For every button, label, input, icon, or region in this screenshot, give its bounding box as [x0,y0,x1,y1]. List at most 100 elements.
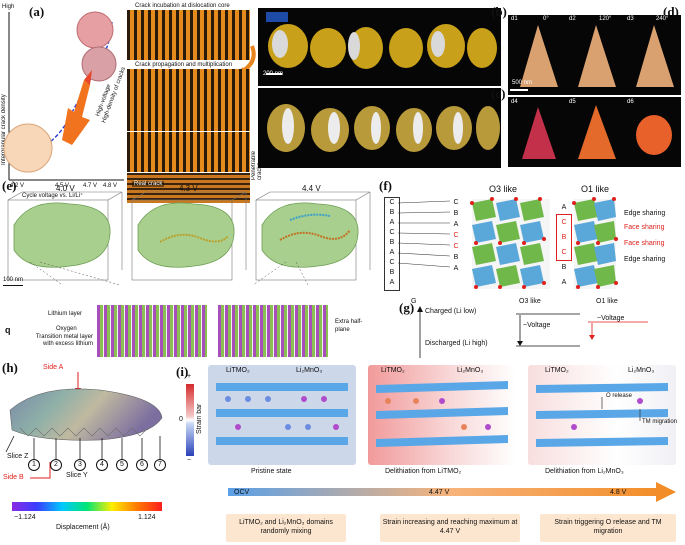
voltage-48: 4.8 V [610,489,627,496]
pristine-phase-1: LiTMO₂ [226,367,250,374]
panel-e-voltage-1: 4.0 V [56,184,75,193]
panel-f-sharing-4: Edge sharing [624,256,666,263]
panel-a-tick-4: 4.8 V [103,183,118,189]
voltage-arrow [228,482,676,502]
panel-d-top-row [508,15,681,95]
panel-g-discharged: Discharged (Li high) [425,340,488,347]
d3-angle: 240° [656,16,669,22]
panel-a-title-incubation: Crack incubation at dislocation core [135,3,230,9]
panel-e-legend-tm: Transition metal layer with excess lithi… [35,334,93,347]
panel-a-tick-1: 4.2 V [10,183,25,189]
panel-e-voltage-3: 4.4 V [302,184,321,193]
voltage-ocv: OCV [234,489,250,496]
panel-h-colorbar-title: Displacement (Å) [56,524,110,531]
panel-a-tick-3: 4.7 V [83,183,98,189]
caption-2: Strain increasing and reaching maximum a… [380,514,520,542]
d1-label: d1 [511,16,518,22]
panel-g-o1: O1 like [596,298,618,305]
panel-e-legend-oxygen: Oxygen [56,326,77,332]
panel-h-particle [5,372,163,479]
panel-e-lattice-1 [97,305,207,357]
panel-a-real-crack: Real crack [132,181,165,187]
panel-a-label: (a) [29,4,45,19]
panel-g-label: (g) [399,300,415,315]
delith1-phase-2: Li₂MnO₃ [457,367,484,374]
panel-f-o1-structure [572,197,618,289]
panel-g-voltage-2: ~Voltage [597,315,625,322]
panel-a-title-propagation: Crack propagation and multiplication [135,62,233,68]
panel-e-legend-lithium: Lithium layer [48,311,83,317]
panel-g-o3: O3 like [519,298,541,305]
state-delith-li2mno3: Delithiation from Li₂MnO₃ [545,468,624,475]
panel-i-label: (i) [176,364,189,379]
panel-e-scale: 100 nm [3,277,24,283]
d2-label: d2 [569,16,576,22]
panel-f-o1-title: O1 like [581,184,610,194]
d4-label: d4 [511,99,518,105]
panel-f-label: (f) [379,178,392,193]
voltage-447: 4.47 V [429,489,450,496]
pristine-phase-2: Li₂MnO₃ [296,367,323,374]
delithiation-li2mno3-panel [528,365,676,465]
state-pristine: Pristine state [251,468,292,475]
crack-propagation-image-2 [127,132,250,172]
panel-h-colorbar-max: 1.124 [138,514,156,521]
panel-f-connector-lines [398,200,450,268]
panel-d-bottom-row [508,97,681,167]
d3-label: d3 [627,16,634,22]
d6-label: d6 [627,99,634,105]
caption-3: Strain triggering O release and TM migra… [540,514,676,542]
delith1-phase-1: LiTMO₂ [381,367,405,374]
crack-incubation-image [127,10,250,60]
strain-zero: 0 [179,416,183,423]
panel-f-sharing-3: Face sharing [624,240,665,247]
panel-h-colorbar [12,502,162,511]
panel-f-sharing-2: Face sharing [624,224,665,231]
strain-bar-label: Strain bar [196,403,203,434]
panel-h-side-a: Side A [43,364,64,371]
strain-plus: + [187,373,192,380]
panel-h-colorbar-min: −1.124 [14,514,36,521]
d5-label: d5 [569,99,576,105]
crack-propagation-image-1 [127,69,250,131]
panel-c-image [258,88,501,168]
panel-c-label: (c) [491,86,506,101]
tm-migration-label: TM migration [642,419,678,425]
real-crack-image [127,173,250,203]
panel-b-image [258,8,501,86]
panel-a-x-axis-title: Cycle voltage vs. Li/Li⁺ [22,193,84,199]
d1-angle: 0° [543,16,549,22]
delithiation-litmo2-panel [368,365,516,465]
panel-h-label: (h) [2,360,18,375]
panel-f-o3-structure [470,197,550,289]
panel-f-sharing-1: Edge sharing [624,210,666,217]
delith2-phase-2: Li₂MnO₃ [628,367,655,374]
panel-b-label: (b) [491,4,507,19]
panel-g-diagram [417,306,648,358]
panel-f-o3-title: O3 like [489,184,518,194]
strain-colorbar [186,384,194,456]
panel-e-particles [7,191,371,285]
panel-g-voltage-1: ~Voltage [523,322,551,329]
panel-g-axis: G [411,298,417,305]
strain-minus: − [187,457,192,464]
state-delith-litmo2: Delithiation from LiTMO₂ [385,468,462,475]
panel-d-scale: 500 nm [512,80,533,86]
o-release-label: O release [606,393,633,399]
panel-g-charged: Charged (Li low) [425,308,477,315]
caption-1: LiTMO₂ and Li₂MnO₃ domains randomly mixi… [226,514,346,542]
panel-e-lattice-2 [218,305,328,357]
panel-e-extra-half-plane: Extra half-plane [335,319,363,333]
panel-a-tick-2: 4.5 V [55,183,70,189]
panel-f-face-sharing-box [556,214,572,261]
panel-h-side-b: Side B [3,474,24,481]
panel-b-scale: 200 nm [263,71,284,77]
delith2-phase-1: LiTMO₂ [545,367,569,374]
pristine-panel [208,365,356,465]
panel-e-q-label: q [5,325,11,335]
panel-a-y-high: High [2,4,15,10]
